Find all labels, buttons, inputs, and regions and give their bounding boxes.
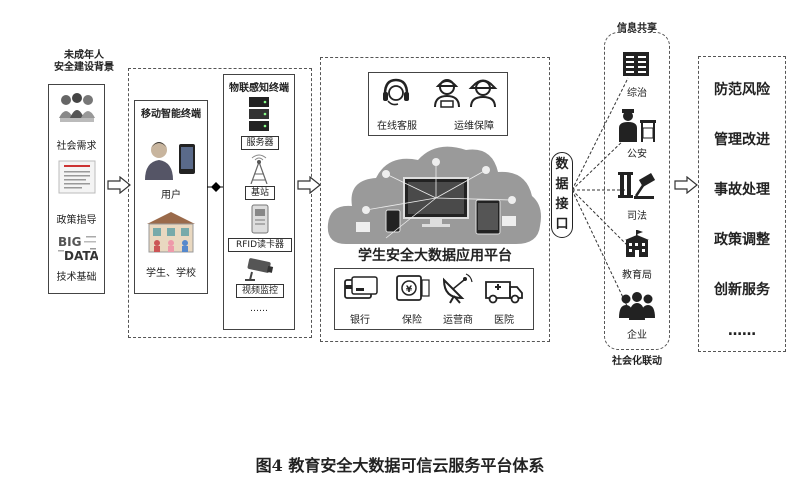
sharing-column bbox=[604, 32, 670, 350]
server-icon bbox=[249, 97, 269, 131]
government-building-icon bbox=[623, 52, 649, 76]
ambulance-icon bbox=[485, 281, 523, 304]
engineer-icon bbox=[434, 79, 460, 108]
partner-item-label: 医院 bbox=[494, 315, 514, 326]
terminal-group bbox=[128, 68, 312, 338]
svg-text:¥: ¥ bbox=[406, 285, 413, 295]
partner-item-label: 运营商 bbox=[443, 315, 473, 326]
mobile-item-label: 学生、学校 bbox=[146, 268, 196, 279]
interface-char: 据 bbox=[555, 177, 569, 192]
user-phone-icon bbox=[145, 142, 195, 180]
partner-item-label: 银行 bbox=[350, 315, 370, 326]
headset-icon bbox=[383, 78, 409, 106]
sharing-bottom-label: 社会化联动 bbox=[612, 356, 662, 367]
flow-arrow-icon bbox=[674, 176, 698, 194]
background-item-label: 技术基础 bbox=[56, 272, 97, 283]
flow-arrow-icon bbox=[297, 176, 321, 194]
support-person-icon bbox=[468, 79, 498, 108]
background-item-label: 社会需求 bbox=[56, 141, 97, 152]
iot-item-label: 基站 bbox=[245, 186, 275, 200]
outcome-item: 管理改进 bbox=[714, 132, 770, 148]
background-title-line2: 安全建设背景 bbox=[54, 62, 114, 73]
outcomes-column: 防范风险 管理改进 事故处理 政策调整 创新服务 …… bbox=[698, 56, 786, 352]
mobile-terminal-title: 移动智能终端 bbox=[141, 109, 201, 120]
outcome-item: 创新服务 bbox=[714, 282, 770, 298]
mobile-terminal-box bbox=[134, 100, 208, 294]
crowd-icon bbox=[59, 93, 95, 122]
background-title-line1: 未成年人 bbox=[64, 50, 104, 61]
rfid-reader-icon bbox=[251, 204, 269, 234]
data-interface: 数 据 接 口 bbox=[551, 152, 573, 238]
iot-item-label: 视频监控 bbox=[236, 284, 284, 298]
figure-caption: 图4 教育安全大数据可信云服务平台体系 bbox=[255, 456, 545, 475]
sharing-item-label: 企业 bbox=[627, 330, 647, 341]
bank-card-icon bbox=[344, 276, 378, 299]
outcome-more-ellipsis: …… bbox=[728, 323, 756, 339]
service-item-label: 在线客服 bbox=[377, 121, 417, 132]
sharing-item-label: 综治 bbox=[627, 88, 647, 99]
platform-group bbox=[320, 57, 550, 342]
outcome-item: 防范风险 bbox=[714, 82, 770, 98]
school-icon bbox=[147, 212, 195, 253]
sharing-item-label: 司法 bbox=[627, 211, 647, 222]
cctv-camera-icon bbox=[245, 258, 274, 281]
justice-gavel-icon bbox=[618, 172, 656, 199]
outcome-item: 事故处理 bbox=[714, 182, 770, 198]
iot-item-label: 服务器 bbox=[241, 136, 279, 150]
interface-char: 接 bbox=[555, 197, 569, 212]
interface-char: 口 bbox=[555, 217, 569, 232]
sharing-item-label: 公安 bbox=[627, 149, 647, 160]
iot-item-label: RFID读卡器 bbox=[228, 238, 292, 252]
service-item-label: 运维保障 bbox=[454, 121, 494, 132]
flow-arrow-icon bbox=[107, 176, 131, 194]
svg-text:BIG: BIG bbox=[58, 235, 81, 249]
insurance-icon: ¥ bbox=[396, 275, 430, 301]
mobile-item-label: 用户 bbox=[161, 190, 181, 201]
bidirectional-connector-icon bbox=[207, 182, 225, 192]
interface-fanout-lines bbox=[572, 77, 629, 309]
svg-text:DATA: DATA bbox=[64, 249, 98, 263]
cloud-devices-icon bbox=[327, 146, 541, 244]
partner-item-label: 保险 bbox=[402, 315, 422, 326]
base-station-icon bbox=[250, 154, 268, 184]
platform-title: 学生安全大数据应用平台 bbox=[358, 248, 512, 264]
satellite-dish-icon bbox=[442, 273, 473, 304]
background-item-label: 政策指导 bbox=[56, 215, 97, 226]
big-data-wordcloud-icon: BIG DATA bbox=[58, 235, 98, 263]
enterprise-people-icon bbox=[619, 292, 655, 320]
police-icon bbox=[619, 109, 656, 142]
background-title: 未成年人 安全建设背景 bbox=[40, 50, 128, 74]
iot-terminal-title: 物联感知终端 bbox=[229, 83, 289, 94]
interface-char: 数 bbox=[555, 157, 569, 172]
iot-more-ellipsis: …… bbox=[250, 304, 268, 314]
sharing-item-label: 教育局 bbox=[622, 270, 652, 281]
education-bureau-icon bbox=[625, 230, 649, 257]
policy-document-icon bbox=[58, 160, 96, 194]
sharing-top-label: 信息共享 bbox=[617, 23, 657, 34]
outcome-item: 政策调整 bbox=[714, 232, 770, 248]
